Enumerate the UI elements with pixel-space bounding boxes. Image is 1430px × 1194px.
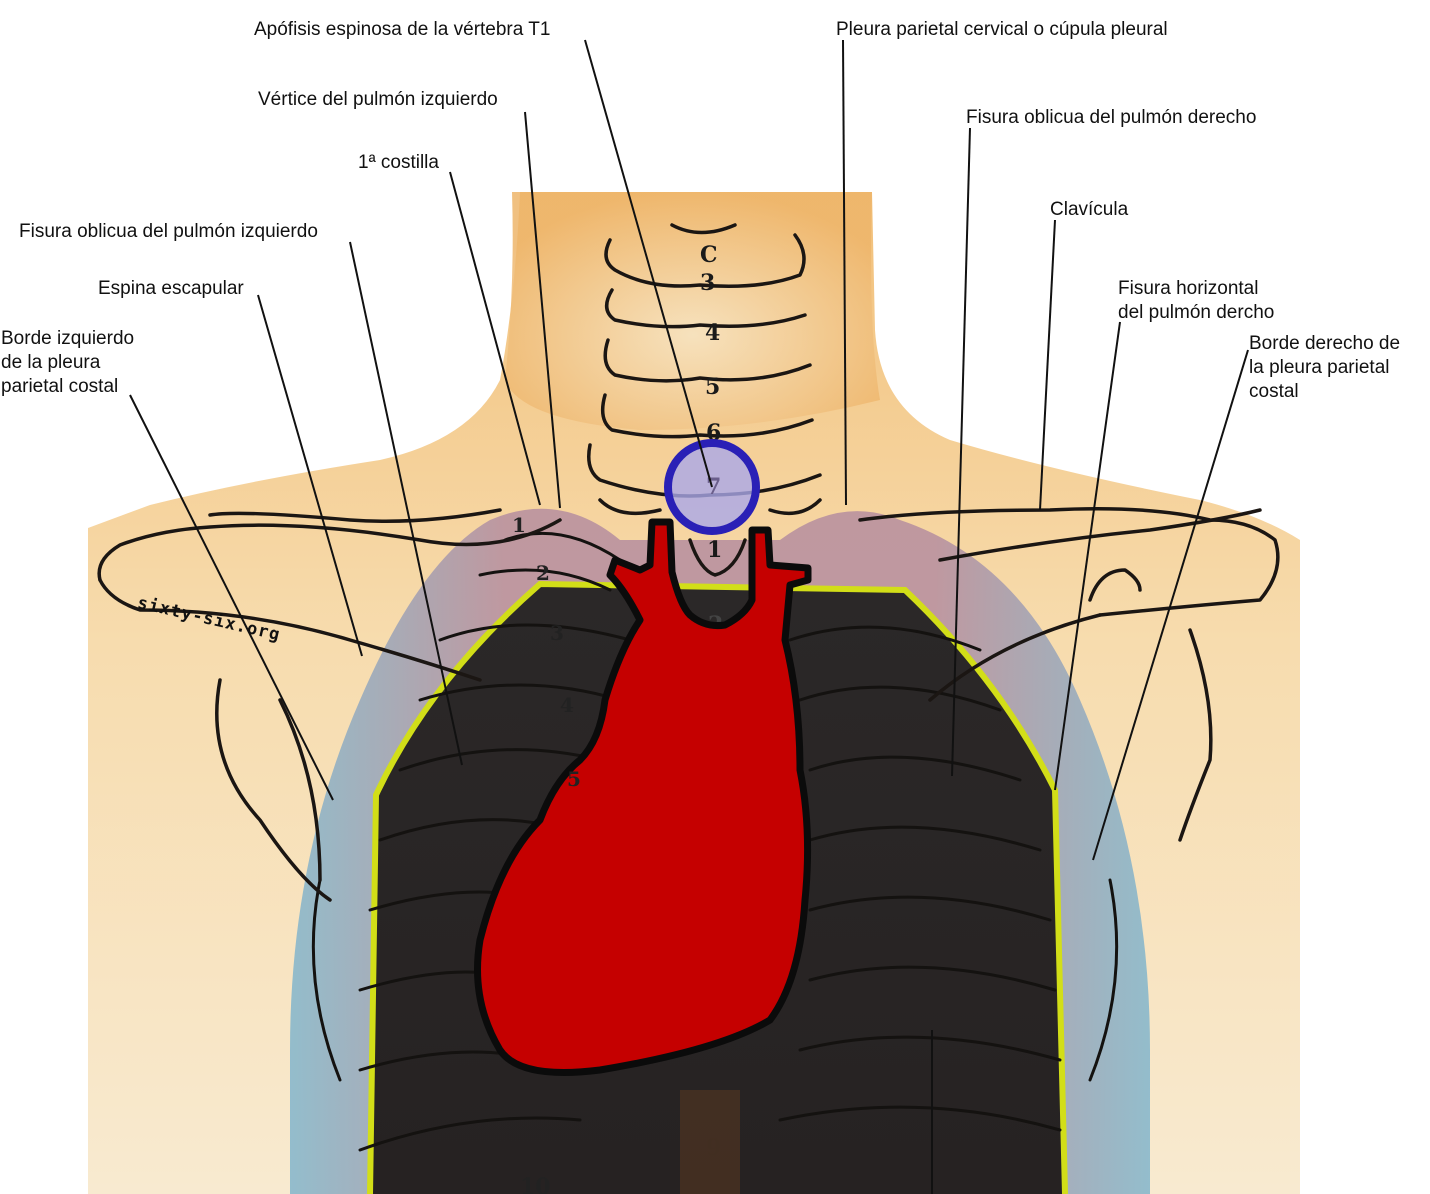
- vertebra-c3-label: 3: [700, 270, 715, 296]
- label-apofisis-espinosa-t1: Apófisis espinosa de la vértebra T1: [254, 19, 551, 40]
- pleural-reflection-line: [367, 580, 1068, 1194]
- rib-1-label: 1: [512, 513, 526, 537]
- label-borde-derecho-pleura: Borde derecho de la pleura parietal cost…: [1249, 333, 1401, 402]
- vertebra-c5-label: 5: [705, 374, 720, 400]
- label-espina-escapular: Espina escapular: [98, 278, 244, 299]
- vertebra-c7-label: 7: [706, 474, 721, 500]
- label-vertice-pulmon-izquierdo: Vértice del pulmón izquierdo: [258, 89, 498, 110]
- label-fisura-oblicua-izquierda: Fisura oblicua del pulmón izquierdo: [19, 221, 318, 242]
- label-fisura-oblicua-derecha: Fisura oblicua del pulmón derecho: [966, 107, 1257, 128]
- rib-4-label: 4: [560, 693, 574, 717]
- label-clavicula: Clavícula: [1050, 199, 1129, 220]
- label-borde-izquierdo-pleura: Borde izquierdo de la pleura parietal co…: [1, 328, 135, 397]
- rib-5-label: 5: [567, 767, 581, 791]
- vertebra-t10-label: 10: [520, 1174, 551, 1194]
- vertebra-c4-label: 4: [705, 320, 720, 346]
- label-fisura-horizontal: Fisura horizontal del pulmón dercho: [1118, 278, 1275, 323]
- shoulder-bones: [97, 507, 1280, 902]
- rib-3-label: 3: [550, 621, 564, 645]
- label-primera-costilla: 1ª costilla: [358, 152, 439, 173]
- neck: [505, 192, 880, 430]
- thoracic-spine-lower: [680, 1090, 740, 1194]
- leader-lines: [129, 39, 1249, 1194]
- heart: [474, 518, 812, 1076]
- label-pleura-parietal-cervical: Pleura parietal cervical o cúpula pleura…: [836, 19, 1168, 40]
- rib-2-label: 2: [536, 561, 550, 585]
- vertebra-c-label: C: [700, 242, 718, 268]
- vertebra-t1-label: 1: [707, 537, 722, 563]
